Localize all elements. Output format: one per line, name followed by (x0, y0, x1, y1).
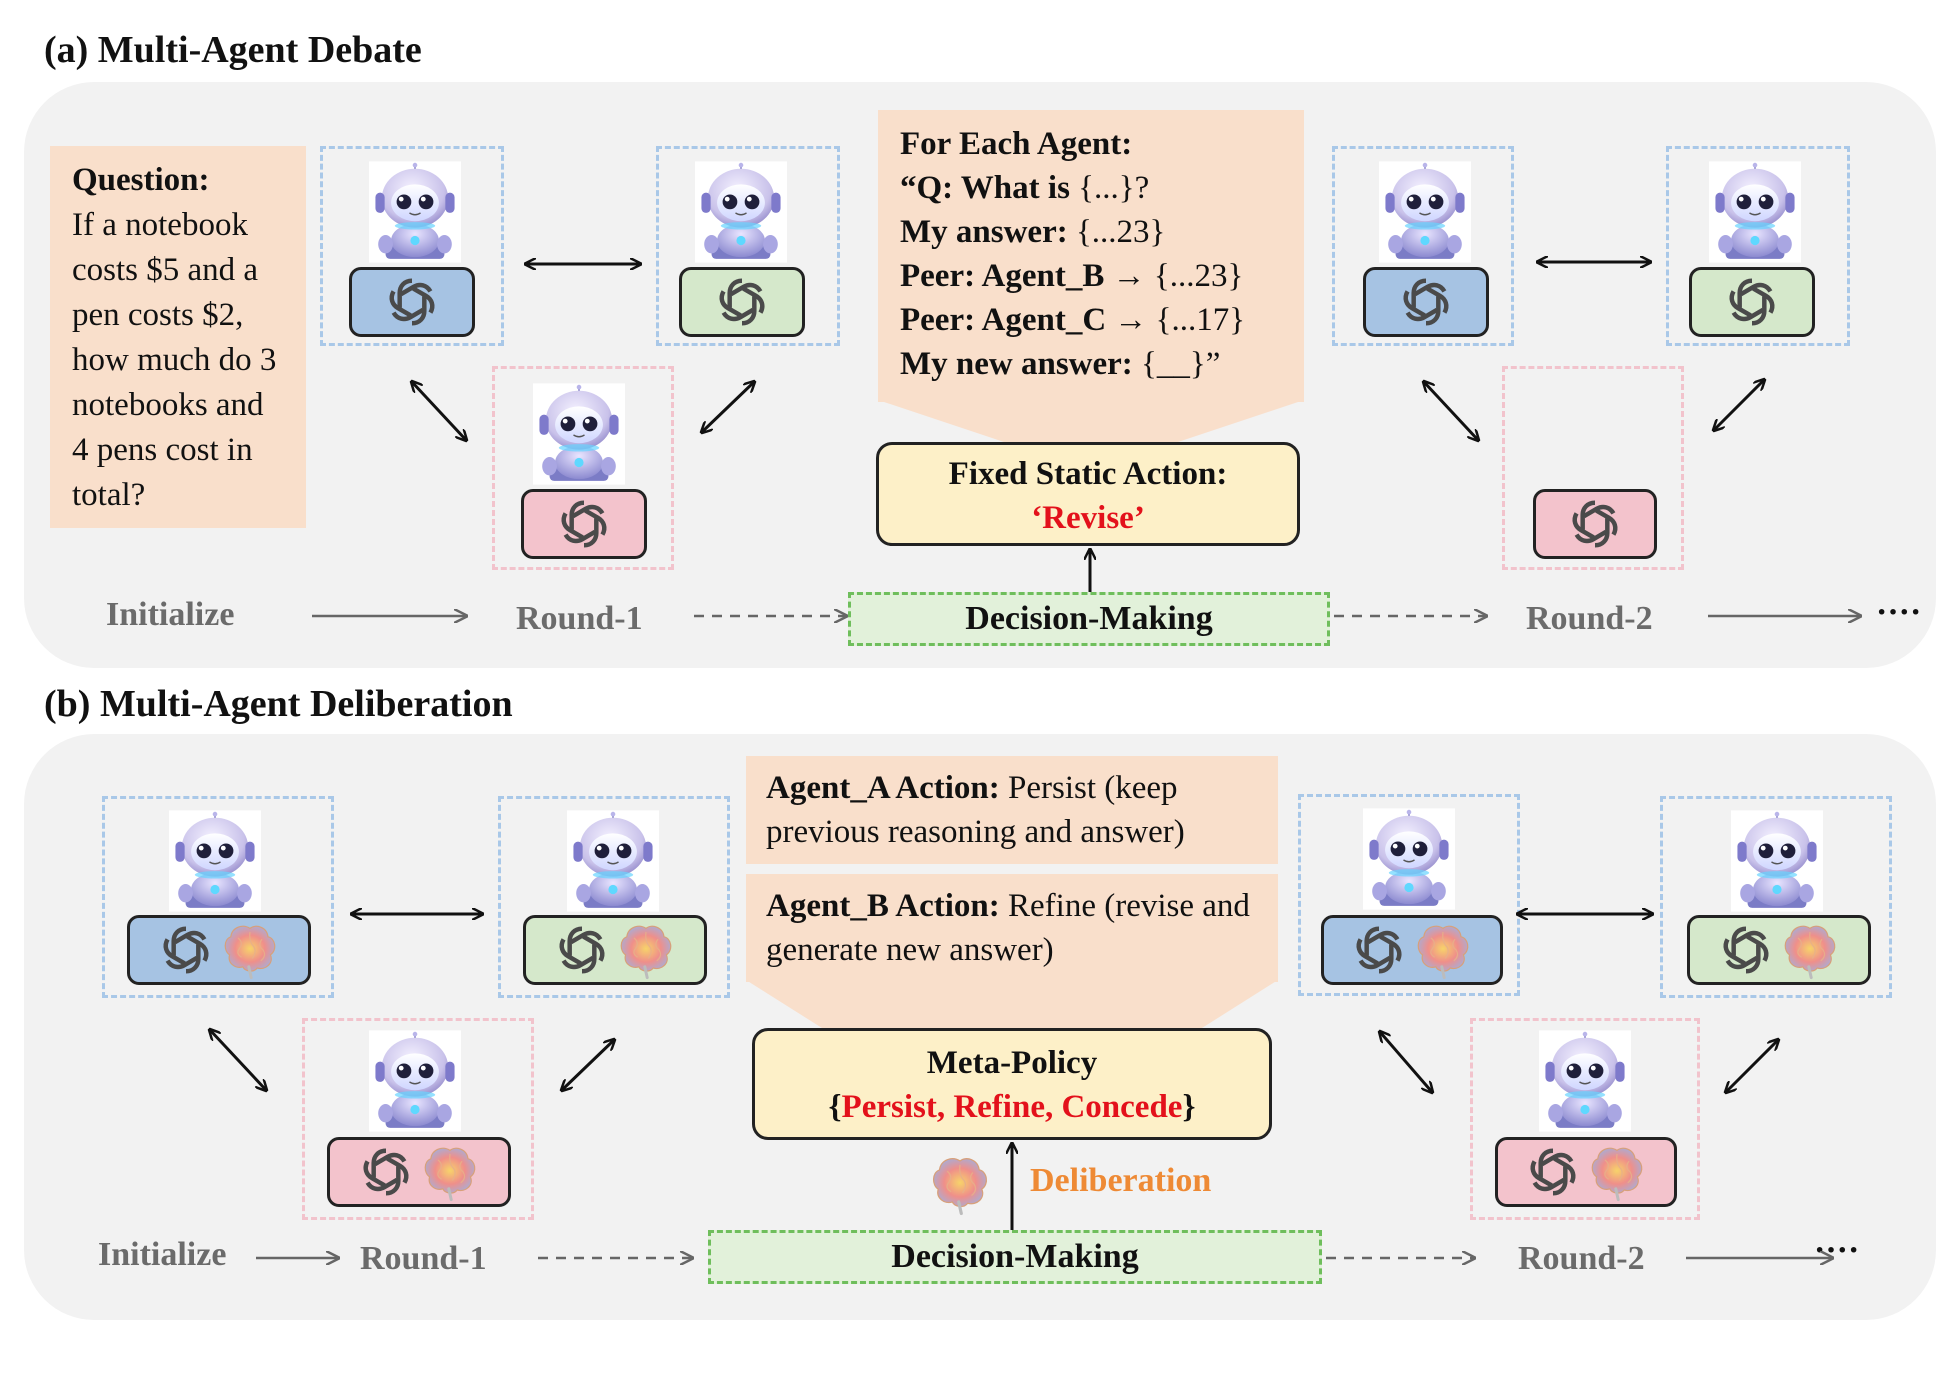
agent-a-round2 (1332, 146, 1514, 346)
decision-making-a: Decision-Making (848, 592, 1330, 646)
agent-a-action-text: Persist (keep previous reasoning and ans… (766, 770, 1185, 850)
timeline-initialize-b: Initialize (98, 1236, 227, 1273)
section-a-title: (a) Multi-Agent Debate (44, 29, 422, 71)
agent-b-action-label: Agent_B Action: (766, 888, 1000, 924)
prompt-callout-wedge (878, 400, 1304, 444)
bidirectional-arrow (562, 1040, 614, 1090)
fixed-action-box: Fixed Static Action: ‘Revise’ (876, 442, 1300, 546)
model-chip-green (1689, 267, 1815, 337)
agent-a-round2-b (1298, 794, 1520, 996)
question-text: If a notebook costs $5 and a pen costs $… (72, 207, 277, 513)
prompt-box: For Each Agent: “Q: What is {...}? My an… (878, 110, 1304, 402)
question-label: Question: (72, 162, 210, 198)
meta-policy-title: Meta-Policy (926, 1045, 1098, 1081)
model-chip-pink (327, 1137, 511, 1207)
model-chip-blue (1363, 267, 1489, 337)
timeline-round2-b: Round-2 (1518, 1240, 1645, 1277)
agent-b-round2-b (1660, 796, 1892, 998)
timeline-round1-b: Round-1 (360, 1240, 487, 1277)
agent-a-round1-b (102, 796, 334, 998)
agent-b-round1 (656, 146, 840, 346)
timeline-initialize-a: Initialize (106, 596, 235, 633)
bidirectional-arrow (702, 382, 754, 432)
prompt-line-4: Peer: Agent_B → {...23} (900, 258, 1244, 294)
timeline-round1-a: Round-1 (516, 600, 643, 637)
agent-a-action-box: Agent_A Action: Persist (keep previous r… (746, 756, 1278, 864)
prompt-line-3: My answer: {...23} (900, 214, 1166, 250)
agent-c-round2-b (1470, 1018, 1700, 1220)
action-callout-wedge (746, 980, 1278, 1028)
agent-b-action-text: Refine (revise and generate new answer) (766, 888, 1250, 968)
prompt-line-6: My new answer: {__}” (900, 346, 1221, 382)
fixed-action-title: Fixed Static Action: (948, 456, 1228, 492)
agent-a-action-label: Agent_A Action: (766, 770, 1000, 806)
agent-b-action-box: Agent_B Action: Refine (revise and gener… (746, 874, 1278, 982)
prompt-line-1: For Each Agent: (900, 126, 1133, 162)
meta-policy-options: {Persist, Refine, Concede} (828, 1089, 1196, 1125)
bidirectional-arrow (1726, 1040, 1778, 1092)
model-chip-blue (127, 915, 311, 985)
model-chip-pink (1533, 489, 1657, 559)
fixed-action-value: ‘Revise’ (1031, 500, 1145, 536)
agent-b-round2 (1666, 146, 1850, 346)
agent-c-round1-b (302, 1018, 534, 1220)
meta-policy-box: Meta-Policy {Persist, Refine, Concede} (752, 1028, 1272, 1140)
model-chip-green (679, 267, 805, 337)
agent-c-round2 (1502, 366, 1684, 570)
prompt-line-5: Peer: Agent_C → {...17} (900, 302, 1246, 338)
timeline-round2-a: Round-2 (1526, 600, 1653, 637)
agent-b-round1-b (498, 796, 730, 998)
model-chip-green (1687, 915, 1871, 985)
bidirectional-arrow (1714, 380, 1764, 430)
model-chip-pink (521, 489, 647, 559)
bidirectional-arrow (1424, 382, 1478, 440)
model-chip-blue (1321, 915, 1503, 985)
bidirectional-arrow (1380, 1032, 1432, 1092)
bidirectional-arrow (210, 1030, 266, 1090)
section-b-title: (b) Multi-Agent Deliberation (44, 683, 513, 725)
prompt-line-2: “Q: What is {...}? (900, 170, 1150, 206)
agent-a-round1 (320, 146, 504, 346)
model-chip-green (523, 915, 707, 985)
question-box: Question: If a notebook costs $5 and a p… (50, 146, 306, 528)
timeline-ellipsis-a: ···· (1876, 594, 1922, 631)
model-chip-pink (1495, 1137, 1677, 1207)
model-chip-blue (349, 267, 475, 337)
agent-c-round1 (492, 366, 674, 570)
deliberation-label: Deliberation (1030, 1162, 1212, 1199)
decision-making-b: Decision-Making (708, 1230, 1322, 1284)
bidirectional-arrow (412, 382, 466, 440)
